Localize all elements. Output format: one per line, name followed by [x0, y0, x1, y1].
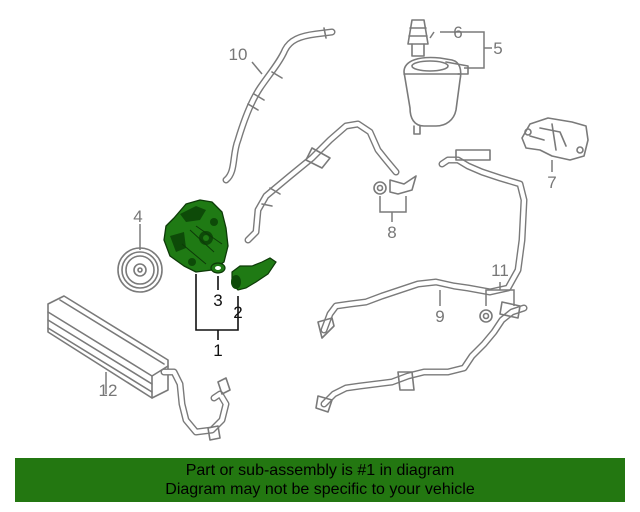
callout-11: 11	[491, 261, 509, 280]
part-10-hose[interactable]	[222, 27, 336, 184]
banner-line-1: Part or sub-assembly is #1 in diagram	[185, 462, 455, 479]
callout-2: 2	[233, 303, 242, 322]
callout-3: 3	[213, 291, 222, 310]
info-banner: Part or sub-assembly is #1 in diagram Di…	[15, 458, 625, 502]
banner-line-2: Diagram may not be specific to your vehi…	[165, 481, 475, 498]
callout-4: 4	[133, 207, 142, 226]
part-9-return-line[interactable]	[317, 149, 528, 339]
callout-1: 1	[213, 341, 222, 360]
callout-6: 6	[453, 23, 462, 42]
part-1-power-steering-pump[interactable]	[163, 199, 229, 273]
part-7-bracket[interactable]	[521, 117, 589, 161]
part-6-cap[interactable]	[407, 19, 429, 57]
part-12-cooler[interactable]	[47, 295, 231, 441]
callout-8: 8	[387, 223, 396, 242]
part-3-o-ring[interactable]	[210, 262, 226, 274]
callout-12: 12	[99, 381, 118, 400]
part-2-inlet-fitting[interactable]	[231, 257, 277, 291]
callout-10: 10	[229, 45, 248, 64]
leader-lines	[105, 31, 553, 394]
part-8-fitting[interactable]	[373, 175, 417, 195]
callout-5: 5	[493, 39, 502, 58]
callout-7: 7	[547, 173, 556, 192]
pressure-line[interactable]	[244, 120, 400, 244]
part-11-line[interactable]	[315, 301, 528, 413]
part-4-pulley[interactable]	[117, 247, 163, 293]
part-5-reservoir[interactable]	[403, 56, 469, 135]
callout-9: 9	[435, 307, 444, 326]
